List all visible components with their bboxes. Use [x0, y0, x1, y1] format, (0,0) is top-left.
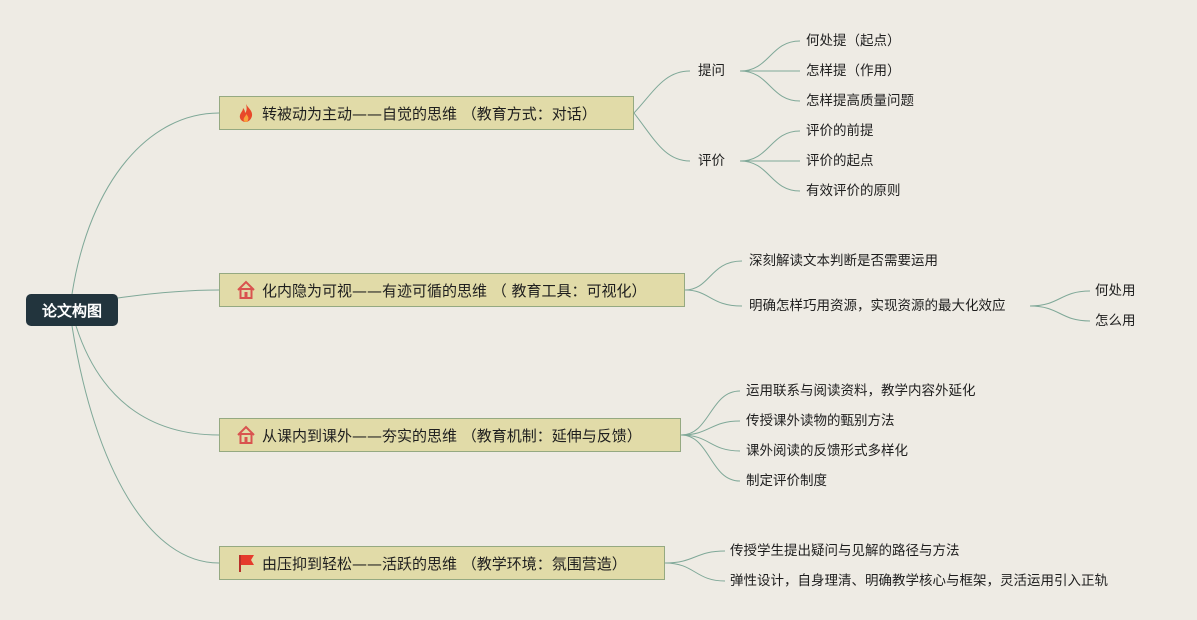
- subtopic-node[interactable]: 弹性设计，自身理清、明确教学核心与框架，灵活运用引入正轨: [730, 573, 1108, 589]
- home-icon: [236, 425, 256, 445]
- leaf-node[interactable]: 何处提（起点）: [806, 33, 901, 49]
- branch-label-3: 从课内到课外——夯实的思维 （教育机制：延伸与反馈）: [262, 426, 642, 445]
- subtopic-pingjia[interactable]: 评价: [698, 153, 725, 169]
- leaf-node[interactable]: 怎样提高质量问题: [806, 93, 914, 109]
- link-root-branch-2: [117, 289, 220, 299]
- subtopic-node[interactable]: 运用联系与阅读资料，教学内容外延化: [746, 383, 976, 399]
- leaf-node[interactable]: 何处用: [1095, 283, 1136, 299]
- subtopic-node[interactable]: 制定评价制度: [746, 473, 827, 489]
- branch-node-1[interactable]: 转被动为主动——自觉的思维 （教育方式：对话）: [219, 96, 634, 130]
- link-b1-pingjia: [633, 112, 691, 162]
- leaf-node[interactable]: 有效评价的原则: [806, 183, 901, 199]
- branch-label-4: 由压抑到轻松——活跃的思维 （教学环境：氛围营造）: [262, 554, 627, 573]
- branch-node-2[interactable]: 化内隐为可视——有迹可循的思维 （ 教育工具：可视化）: [219, 273, 685, 307]
- fire-icon: [236, 103, 256, 123]
- link-b1-tiwen: [633, 70, 691, 114]
- flag-icon: [236, 553, 256, 573]
- subtopic-node[interactable]: 传授课外读物的甄别方法: [746, 413, 895, 429]
- leaf-node[interactable]: 评价的前提: [806, 123, 874, 139]
- root-node[interactable]: 论文构图: [26, 294, 118, 326]
- leaf-node[interactable]: 评价的起点: [806, 153, 874, 169]
- subtopic-node[interactable]: 课外阅读的反馈形式多样化: [746, 443, 908, 459]
- link-root-branch-4: [71, 325, 220, 564]
- leaf-node[interactable]: 怎样提（作用）: [806, 63, 901, 79]
- home-icon: [236, 280, 256, 300]
- branch-label-1: 转被动为主动——自觉的思维 （教育方式：对话）: [262, 104, 597, 123]
- leaf-node[interactable]: 怎么用: [1095, 313, 1136, 329]
- branch-node-3[interactable]: 从课内到课外——夯实的思维 （教育机制：延伸与反馈）: [219, 418, 681, 452]
- branch-node-4[interactable]: 由压抑到轻松——活跃的思维 （教学环境：氛围营造）: [219, 546, 665, 580]
- subtopic-node[interactable]: 传授学生提出疑问与见解的路径与方法: [730, 543, 960, 559]
- subtopic-node[interactable]: 明确怎样巧用资源，实现资源的最大化效应: [749, 298, 1006, 314]
- subtopic-node[interactable]: 深刻解读文本判断是否需要运用: [749, 253, 938, 269]
- branch-label-2: 化内隐为可视——有迹可循的思维 （ 教育工具：可视化）: [262, 281, 647, 300]
- link-root-branch-1: [71, 112, 220, 295]
- link-root-branch-3: [75, 325, 220, 436]
- subtopic-tiwen[interactable]: 提问: [698, 63, 725, 79]
